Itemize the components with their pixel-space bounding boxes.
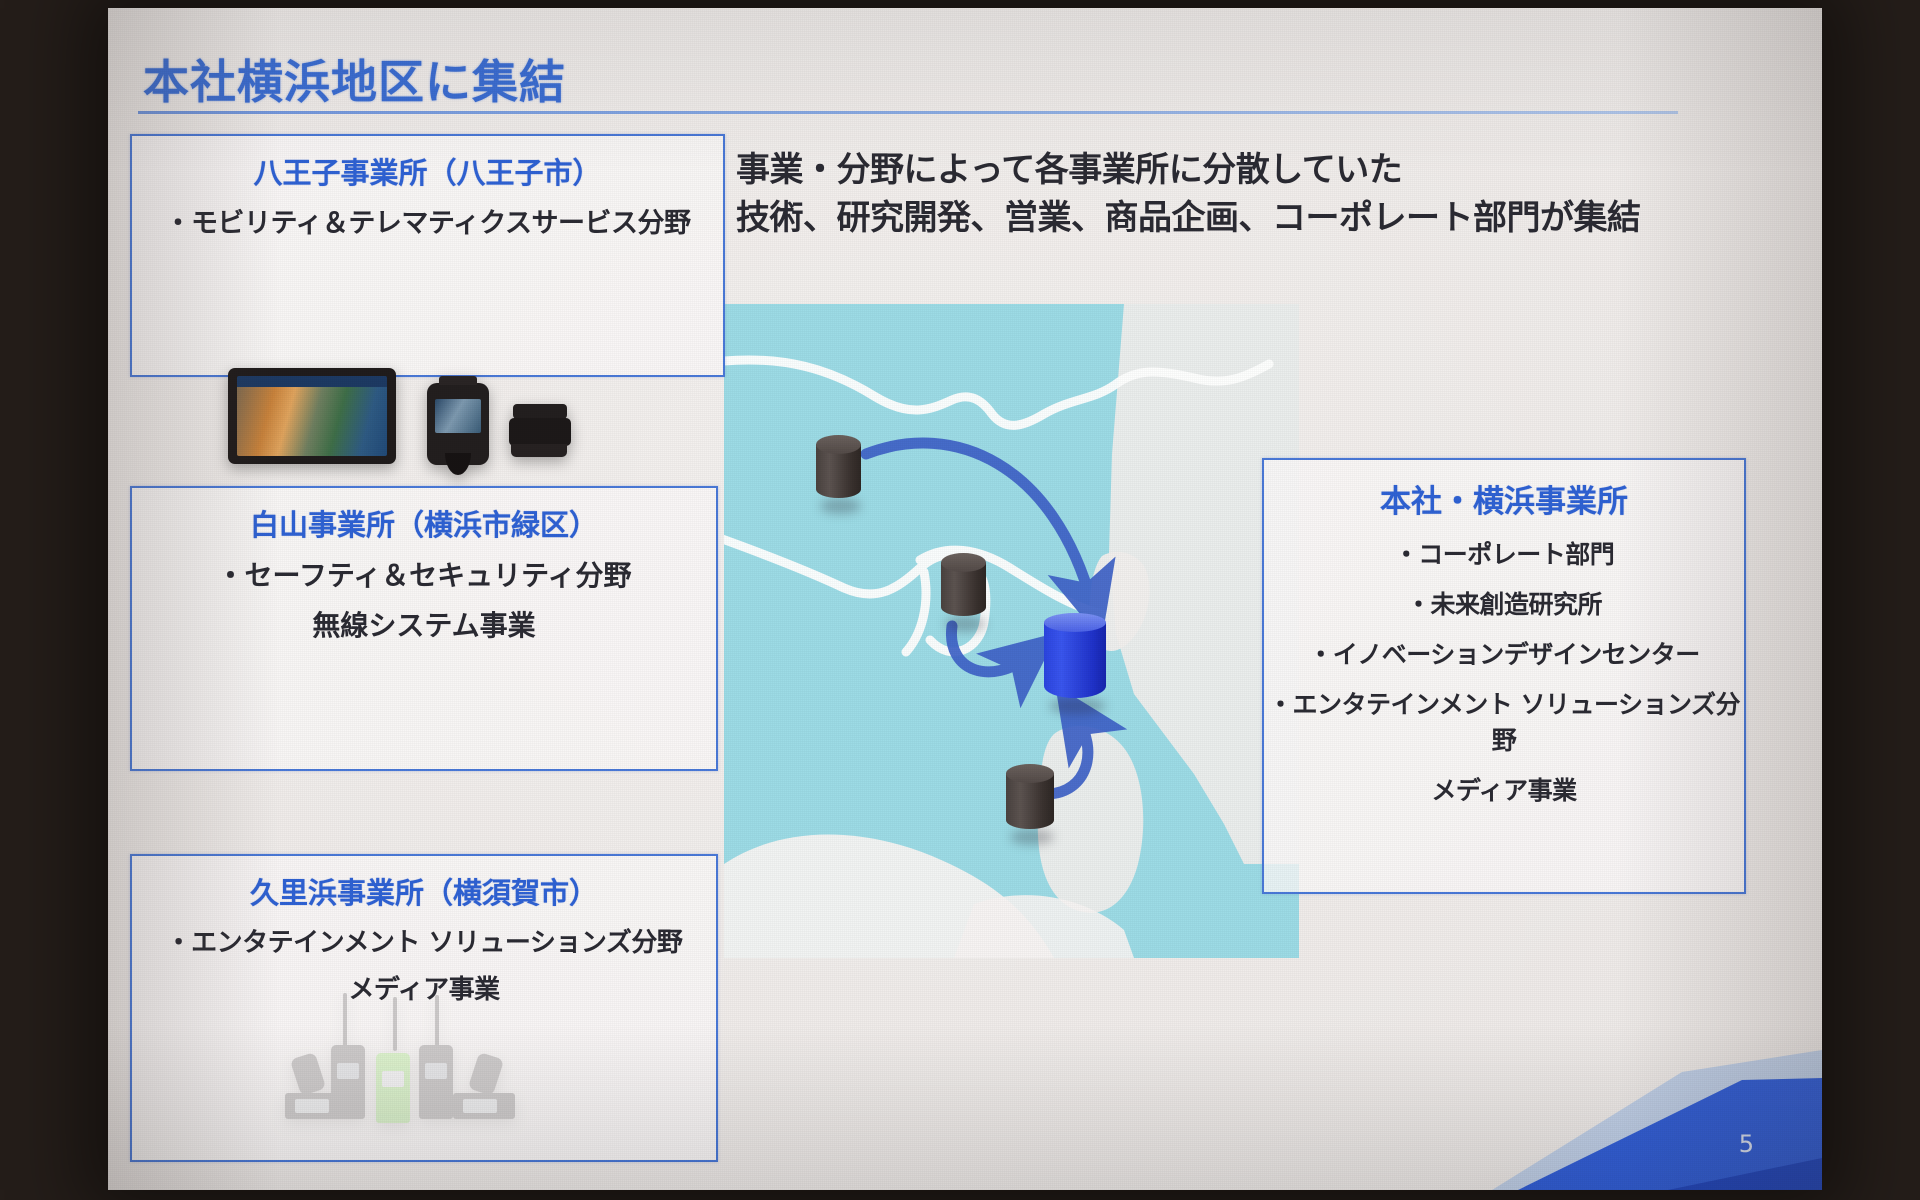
site-box-honsha: 本社・横浜事業所 ・コーポレート部門 ・未来創造研究所 ・イノベーションデザイン… xyxy=(1262,458,1746,894)
site-box-hakusan-line-2: 無線システム事業 xyxy=(312,609,536,642)
map-cylinder-honsha-highlight xyxy=(1044,613,1106,714)
site-box-kurihama-title: 久里浜事業所（横須賀市） xyxy=(249,876,598,910)
arrow-hachioji-to-honsha xyxy=(860,437,1116,641)
site-box-kurihama: 久里浜事業所（横須賀市） ・エンタテインメント ソリューションズ分野 メディア事… xyxy=(130,854,718,1162)
arrow-kurihama-to-honsha xyxy=(1043,684,1128,800)
title-underline-rule xyxy=(138,111,1678,114)
site-box-honsha-line-2: ・未来創造研究所 xyxy=(1405,590,1603,619)
headline-line-1: 事業・分野によって各事業所に分散していた xyxy=(736,150,1403,190)
headline-paragraph: 事業・分野によって各事業所に分散していた 技術、研究開発、営業、商品企画、コーポ… xyxy=(736,146,1796,243)
page-title: 本社横浜地区に集結 xyxy=(143,55,566,109)
presentation-slide: 本社横浜地区に集結 事業・分野によって各事業所に分散していた 技術、研究開発、営… xyxy=(108,8,1822,1190)
site-box-hakusan-title: 白山事業所（横浜市緑区） xyxy=(249,508,598,542)
slide-page-number: 5 xyxy=(1738,1130,1754,1158)
site-box-kurihama-line-2: メディア事業 xyxy=(348,975,500,1005)
site-box-honsha-title: 本社・横浜事業所 xyxy=(1380,484,1628,520)
map-cylinder-hachioji xyxy=(816,435,861,514)
arrow-hakusan-to-honsha xyxy=(946,620,1059,709)
site-box-hachioji-line-1: ・モビリティ＆テレマティクスサービス分野 xyxy=(164,208,691,239)
map-cylinder-kurihama xyxy=(1006,764,1054,845)
wedge-dashcam-photo xyxy=(509,404,571,462)
site-box-honsha-line-3: ・イノベーションデザインセンター xyxy=(1308,640,1700,669)
site-box-hachioji: 八王子事業所（八王子市） ・モビリティ＆テレマティクスサービス分野 xyxy=(130,134,725,475)
map-cylinder-hakusan xyxy=(941,553,986,632)
map-arrows xyxy=(860,437,1128,800)
site-box-honsha-line-5: メディア事業 xyxy=(1431,776,1577,805)
tokyo-bay-area xyxy=(1109,304,1299,864)
site-box-hakusan: 白山事業所（横浜市緑区） ・セーフティ＆セキュリティ分野 無線システム事業 xyxy=(130,486,718,1123)
site-box-kurihama-line-1: ・エンタテインメント ソリューションズ分野 xyxy=(165,928,683,958)
headline-line-2: 技術、研究開発、営業、商品企画、コーポレート部門が集結 xyxy=(736,198,1641,239)
corner-decoration xyxy=(1492,1050,1822,1190)
site-box-hakusan-line-1: ・セーフティ＆セキュリティ分野 xyxy=(216,559,632,592)
car-navigation-display-photo xyxy=(228,368,396,464)
site-box-honsha-line-1: ・コーポレート部門 xyxy=(1393,540,1615,569)
site-box-hachioji-title: 八王子事業所（八王子市） xyxy=(253,156,602,190)
kanto-region-map xyxy=(724,304,1299,958)
site-box-honsha-line-4: ・エンタテインメント ソリューションズ分野 xyxy=(1268,690,1740,755)
round-dashcam-photo xyxy=(427,376,489,475)
